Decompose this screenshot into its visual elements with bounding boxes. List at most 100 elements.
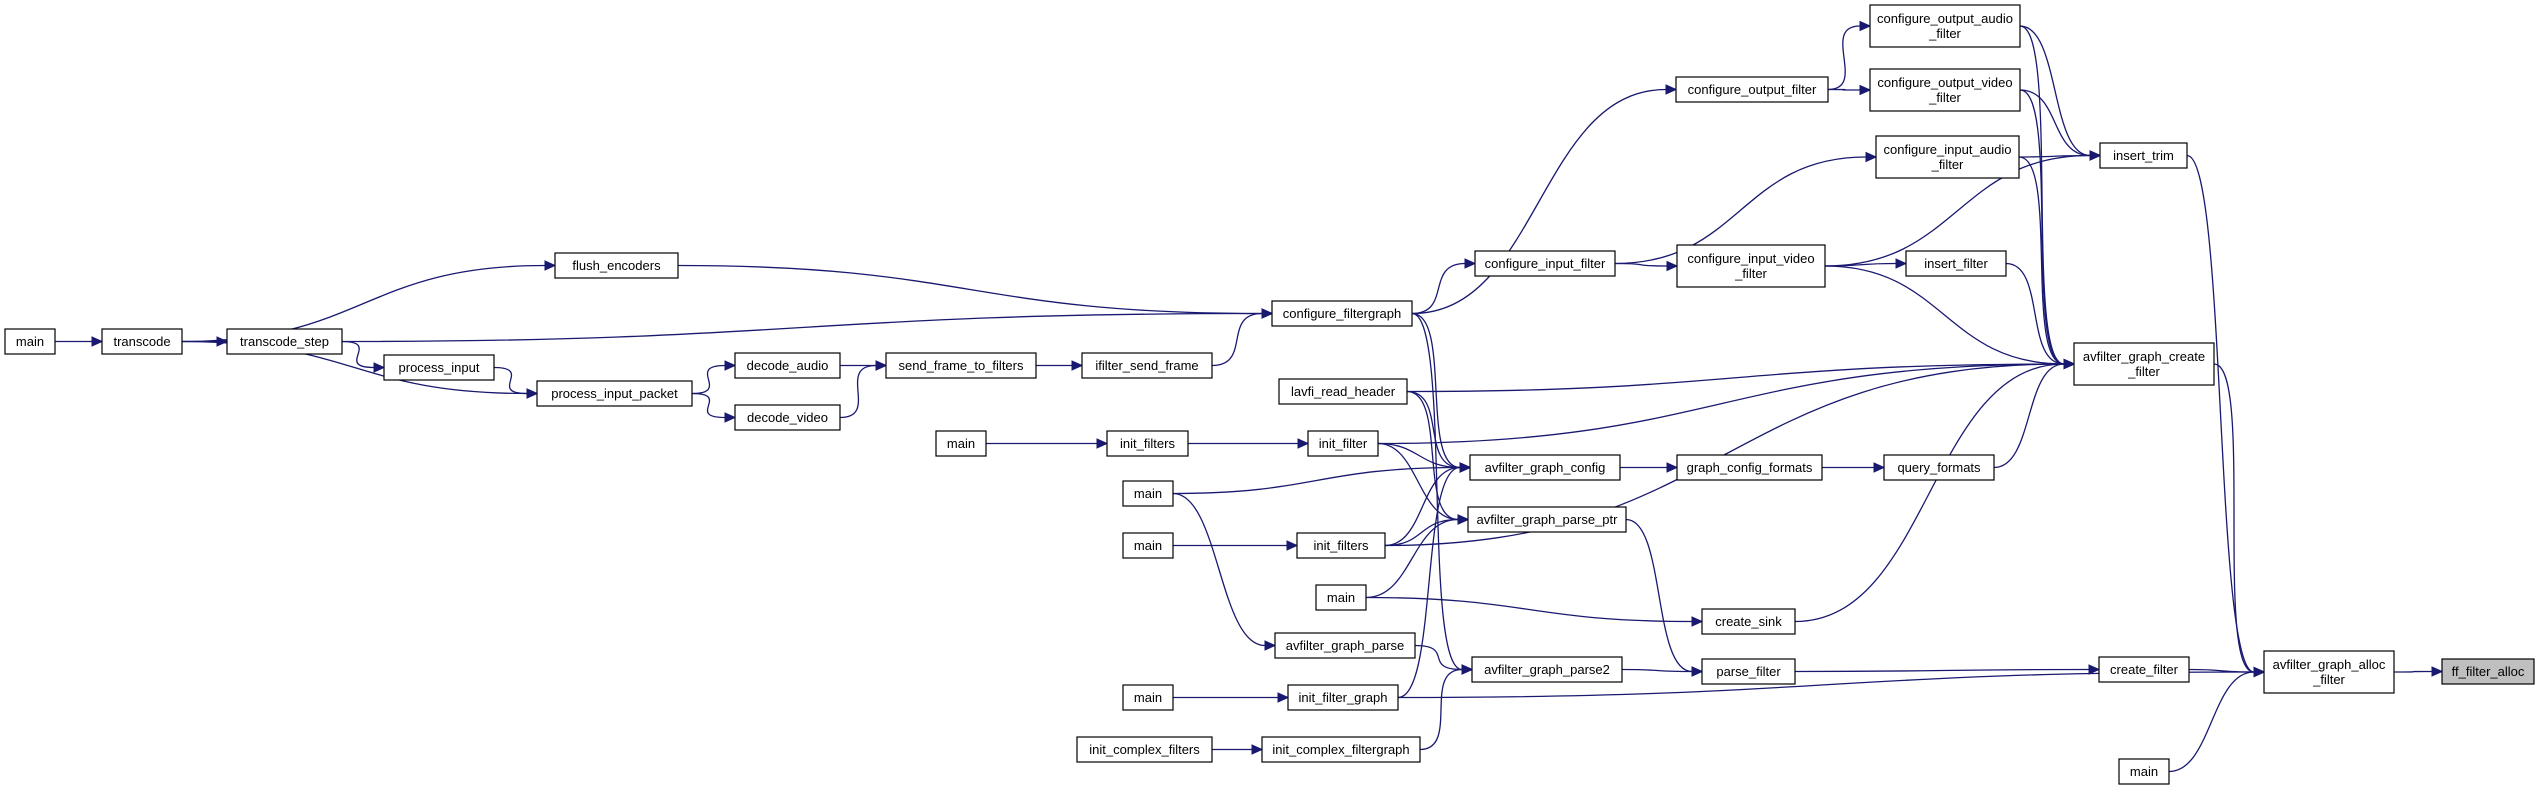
node-box[interactable] (2098, 656, 2190, 683)
edge-avfilter-graph-alloc-filter-to-ff-filter-alloc (2393, 666, 2444, 677)
node-box[interactable] (2099, 142, 2188, 169)
edge-decode-video-to-send-frame-to-filters (839, 360, 888, 419)
node-label: init_filters (1120, 436, 1175, 451)
node-init-complex-filtergraph[interactable]: init_complex_filtergraph (1261, 736, 1421, 763)
node-box[interactable] (1315, 584, 1367, 611)
node-box[interactable] (1875, 135, 2020, 179)
edge-graph-config-formats-to-query-formats (1822, 462, 1886, 473)
edge-lavfi-read-header-to-avfilter-graph-config (1406, 390, 1472, 473)
node-decode-video[interactable]: decode_video (734, 404, 841, 431)
edge-line (1211, 312, 1263, 367)
node-flush-encoders[interactable]: flush_encoders (554, 252, 679, 279)
node-box[interactable] (1905, 250, 2007, 277)
node-box[interactable] (536, 380, 693, 407)
node-configure-output-audio-filter[interactable]: configure_output_audio_filter (1869, 4, 2021, 48)
node-init-complex-filters[interactable]: init_complex_filters (1076, 736, 1213, 763)
node-box[interactable] (1676, 244, 1826, 288)
node-box[interactable] (1307, 430, 1379, 457)
node-box[interactable] (1869, 68, 2021, 112)
node-box[interactable] (1469, 454, 1621, 481)
node-configure-filtergraph[interactable]: configure_filtergraph (1271, 300, 1413, 327)
node-init-filter[interactable]: init_filter (1307, 430, 1379, 457)
node-box[interactable] (1701, 658, 1796, 685)
node-configure-input-video-filter[interactable]: configure_input_video_filter (1676, 244, 1826, 288)
node-transcode[interactable]: transcode (101, 328, 183, 355)
node-box[interactable] (2263, 650, 2395, 694)
node-box[interactable] (2118, 758, 2170, 785)
node-avfilter-graph-create-filter[interactable]: avfilter_graph_create_filter (2073, 342, 2215, 386)
node-box[interactable] (1471, 656, 1623, 683)
arrowhead (875, 360, 888, 371)
node-box[interactable] (1701, 608, 1796, 635)
node-box[interactable] (1675, 76, 1829, 103)
node-create-filter[interactable]: create_filter (2098, 656, 2190, 683)
node-ifilter-send-frame[interactable]: ifilter_send_frame (1081, 352, 1213, 379)
node-box[interactable] (1869, 4, 2021, 48)
node-box[interactable] (1296, 532, 1386, 559)
node-parse-filter[interactable]: parse_filter (1701, 658, 1796, 685)
node-box[interactable] (1287, 684, 1399, 711)
node-box[interactable] (734, 352, 841, 379)
node-main6[interactable]: main (1122, 684, 1174, 711)
node-main1[interactable]: main (4, 328, 56, 355)
node-box[interactable] (1081, 352, 1213, 379)
node-box[interactable] (1076, 736, 1213, 763)
node-insert-trim[interactable]: insert_trim (2099, 142, 2188, 169)
node-box[interactable] (383, 354, 495, 381)
node-insert-filter[interactable]: insert_filter (1905, 250, 2007, 277)
node-main7[interactable]: main (2118, 758, 2170, 785)
node-process-input[interactable]: process_input (383, 354, 495, 381)
node-main5[interactable]: main (1315, 584, 1367, 611)
node-avfilter-graph-alloc-filter[interactable]: avfilter_graph_alloc_filter (2263, 650, 2395, 694)
node-send-frame-to-filters[interactable]: send_frame_to_filters (885, 352, 1037, 379)
node-main4[interactable]: main (1122, 532, 1174, 559)
node-graph-config-formats[interactable]: graph_config_formats (1676, 454, 1823, 481)
arrowhead (526, 388, 539, 399)
node-main3[interactable]: main (1122, 480, 1174, 507)
node-configure-output-filter[interactable]: configure_output_filter (1675, 76, 1829, 103)
edge-line (1411, 262, 1466, 315)
node-init-filters2[interactable]: init_filters (1296, 532, 1386, 559)
node-avfilter-graph-config[interactable]: avfilter_graph_config (1469, 454, 1621, 481)
node-box[interactable] (1122, 480, 1174, 507)
node-label: main (1134, 486, 1162, 501)
node-transcode-step[interactable]: transcode_step (226, 328, 343, 355)
edge-create-sink-to-avfilter-graph-create-filter (1794, 358, 2076, 623)
node-init-filters1[interactable]: init_filters (1106, 430, 1189, 457)
node-box[interactable] (554, 252, 679, 279)
node-process-input-packet[interactable]: process_input_packet (536, 380, 693, 407)
node-box[interactable] (1474, 250, 1616, 277)
node-configure-input-filter[interactable]: configure_input_filter (1474, 250, 1616, 277)
node-box[interactable] (1883, 454, 1995, 481)
node-box[interactable] (226, 328, 343, 355)
node-init-filter-graph[interactable]: init_filter_graph (1287, 684, 1399, 711)
node-lavfi-read-header[interactable]: lavfi_read_header (1278, 378, 1408, 405)
node-box[interactable] (2073, 342, 2215, 386)
node-query-formats[interactable]: query_formats (1883, 454, 1995, 481)
edge-configure-input-filter-to-configure-input-video-filter (1614, 260, 1679, 272)
node-configure-output-video-filter[interactable]: configure_output_video_filter (1869, 68, 2021, 112)
node-box[interactable] (734, 404, 841, 431)
node-box[interactable] (1122, 684, 1174, 711)
node-box[interactable] (101, 328, 183, 355)
node-box[interactable] (4, 328, 56, 355)
node-avfilter-graph-parse2[interactable]: avfilter_graph_parse2 (1471, 656, 1623, 683)
node-box[interactable] (1467, 506, 1627, 533)
node-box[interactable] (885, 352, 1037, 379)
node-main2[interactable]: main (935, 430, 987, 457)
arrowhead (2063, 358, 2076, 370)
node-box[interactable] (1106, 430, 1189, 457)
node-box[interactable] (935, 430, 987, 457)
node-box[interactable] (1278, 378, 1408, 405)
node-box[interactable] (1122, 532, 1174, 559)
node-box[interactable] (1274, 632, 1416, 659)
node-label: init_filters (1314, 538, 1369, 553)
node-box[interactable] (1676, 454, 1823, 481)
node-avfilter-graph-parse-ptr[interactable]: avfilter_graph_parse_ptr (1467, 506, 1627, 533)
node-box[interactable] (1261, 736, 1421, 763)
node-decode-audio[interactable]: decode_audio (734, 352, 841, 379)
node-box[interactable] (1271, 300, 1413, 327)
node-configure-input-audio-filter[interactable]: configure_input_audio_filter (1875, 135, 2020, 179)
node-avfilter-graph-parse[interactable]: avfilter_graph_parse (1274, 632, 1416, 659)
node-create-sink[interactable]: create_sink (1701, 608, 1796, 635)
